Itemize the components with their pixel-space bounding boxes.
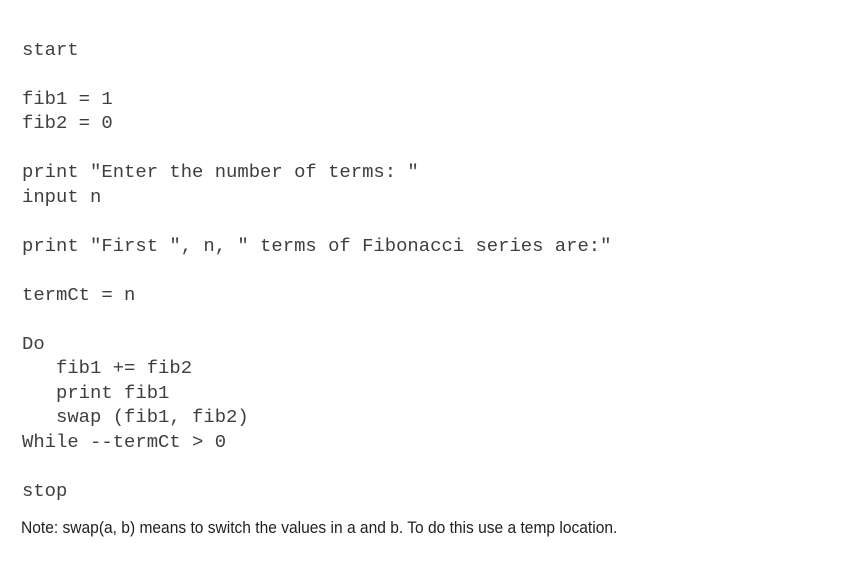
- code-line: print "First ", n, " terms of Fibonacci …: [22, 234, 612, 257]
- code-line: Do: [22, 332, 45, 355]
- code-line: stop: [22, 479, 68, 502]
- code-line: print fib1: [22, 381, 170, 404]
- code-line: print "Enter the number of terms: ": [22, 161, 419, 184]
- code-line: termCt = n: [22, 283, 136, 306]
- code-line: While --termCt > 0: [22, 430, 227, 453]
- code-line: input n: [22, 185, 102, 208]
- pseudocode-block: start fib1 = 1 fib2 = 0 print "Enter the…: [22, 38, 611, 504]
- code-line: fib1 += fib2: [22, 357, 193, 380]
- code-line: swap (fib1, fib2): [22, 406, 249, 429]
- code-line: fib2 = 0: [22, 112, 113, 135]
- note-text: Note: swap(a, b) means to switch the val…: [21, 518, 618, 537]
- code-line: start: [22, 38, 79, 61]
- code-line: fib1 = 1: [22, 87, 113, 110]
